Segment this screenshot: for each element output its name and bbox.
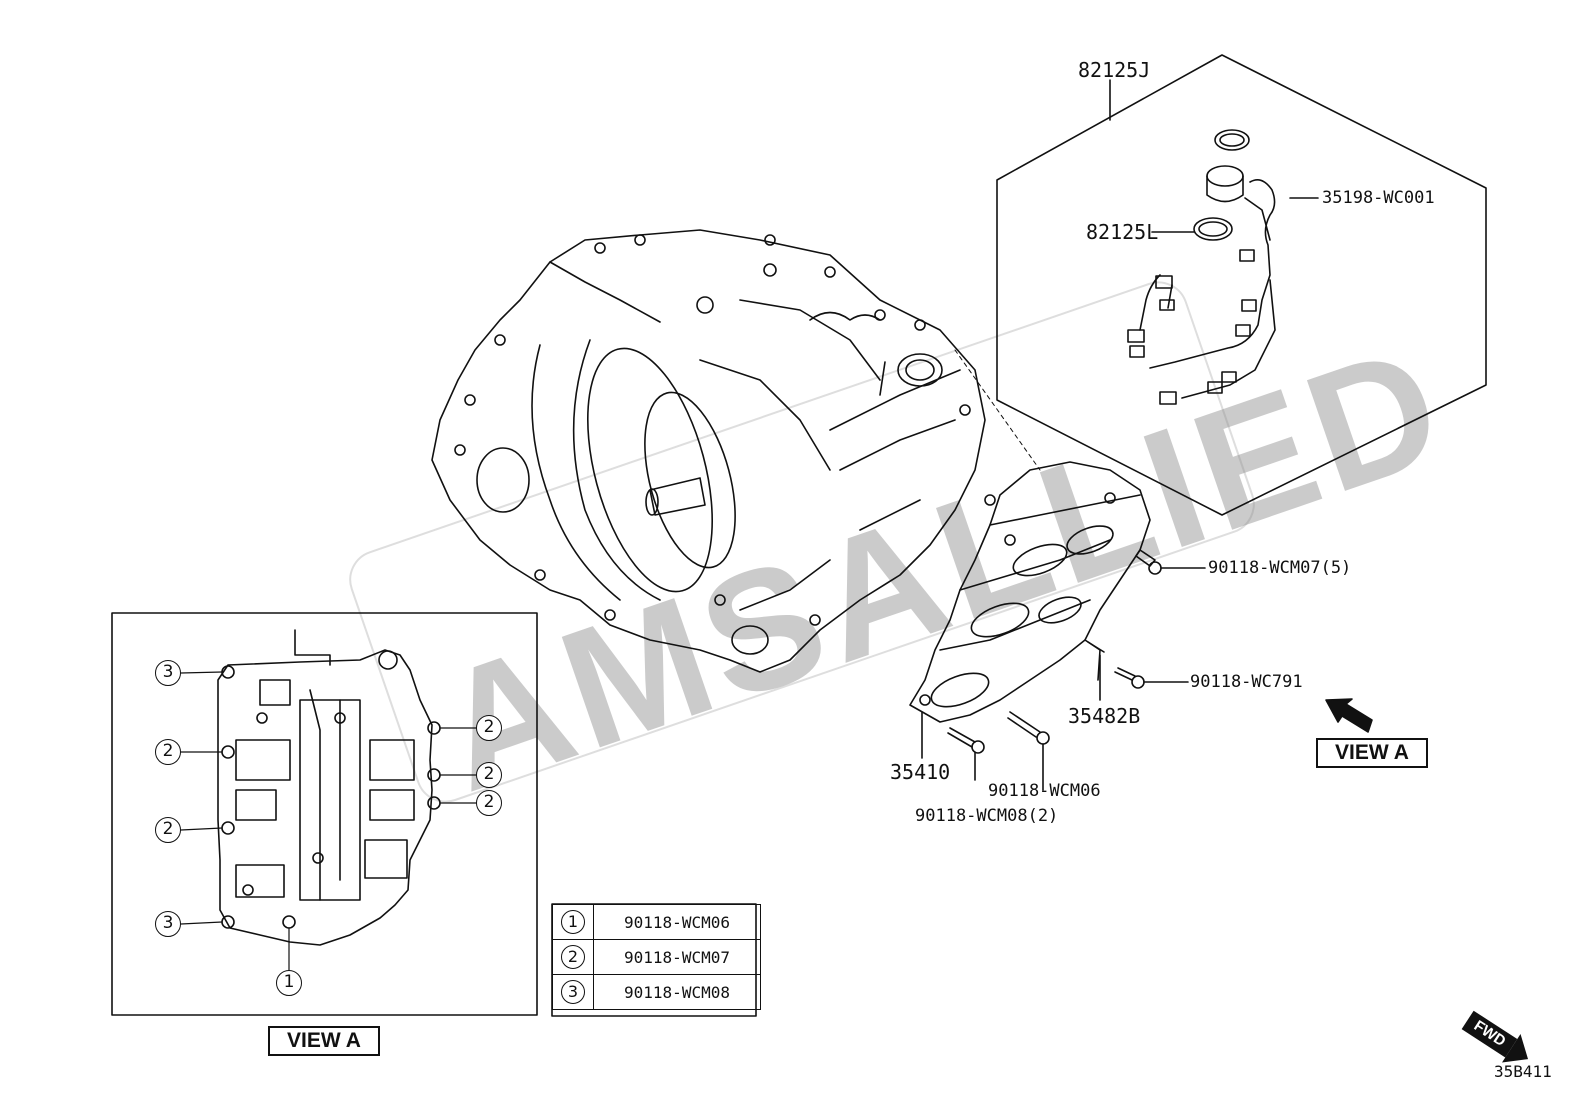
bolt-90118-wcm07-drawing [1135, 549, 1206, 575]
bolt-legend-table: 1 90118-WCM06 2 90118-WCM07 3 90118-WCM0… [552, 904, 761, 1010]
wire-harness-drawing [1127, 129, 1276, 405]
callout-2: 2 [476, 790, 502, 816]
legend-part-number: 90118-WCM07 [593, 939, 761, 975]
legend-number: 2 [561, 945, 585, 969]
callout-2: 2 [155, 739, 181, 765]
callout-2: 2 [476, 762, 502, 788]
bolt-90118-wcm06-drawing [1007, 711, 1050, 791]
view-a-callout-leaders [180, 671, 477, 971]
view-a-arrow [1325, 698, 1373, 733]
part-label-35198-wc001: 35198-WC001 [1322, 188, 1435, 208]
part-label-82125j: 82125J [1078, 58, 1151, 82]
legend-number: 1 [561, 910, 585, 934]
part-label-90118-wcm06: 90118-WCM06 [988, 781, 1101, 801]
callout-3: 3 [155, 660, 181, 686]
valve-body-drawing [909, 349, 1151, 723]
view-a-frame [111, 612, 538, 1016]
callout-1: 1 [276, 970, 302, 996]
legend-row: 3 90118-WCM08 [552, 974, 761, 1010]
part-label-90118-wc791: 90118-WC791 [1190, 672, 1303, 692]
part-label-90118-wcm08: 90118-WCM08(2) [915, 806, 1059, 826]
legend-part-number: 90118-WCM08 [593, 974, 761, 1010]
bolt-90118-wc791-drawing [1114, 667, 1189, 689]
part-label-35482b: 35482B [1068, 704, 1141, 728]
legend-row: 1 90118-WCM06 [552, 904, 761, 940]
legend-row: 2 90118-WCM07 [552, 939, 761, 975]
part-label-35410: 35410 [890, 760, 951, 784]
transaxle-housing-drawing [431, 229, 986, 673]
callout-3: 3 [155, 911, 181, 937]
view-a-label: VIEW A [1316, 738, 1428, 768]
harness-kit-enclosure [996, 54, 1487, 516]
part-label-82125l: 82125L [1086, 220, 1159, 244]
bolt-90118-wcm08-drawing [947, 727, 985, 781]
callout-2: 2 [476, 715, 502, 741]
legend-number: 3 [561, 980, 585, 1004]
view-a-detail-title: VIEW A [268, 1026, 380, 1056]
legend-part-number: 90118-WCM06 [593, 904, 761, 940]
view-a-valve-body-plan [217, 629, 441, 946]
callout-2: 2 [155, 817, 181, 843]
diagram-code: 35B411 [1494, 1062, 1552, 1081]
part-label-90118-wcm07: 90118-WCM07(5) [1208, 558, 1352, 578]
